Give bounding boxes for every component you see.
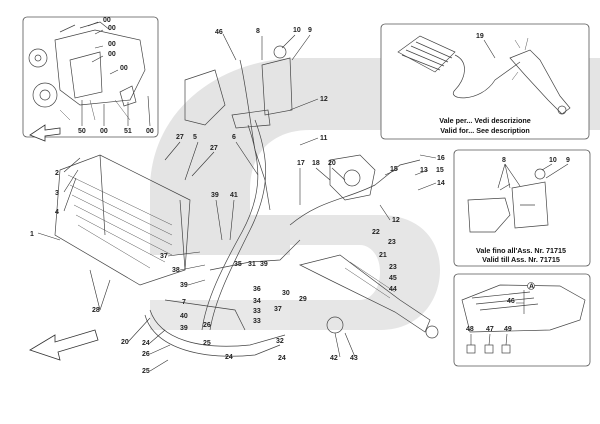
callout: 46 xyxy=(507,298,515,305)
callout: 36 xyxy=(253,286,261,293)
callout: 9 xyxy=(566,157,570,164)
callout: 24 xyxy=(225,354,233,361)
marker-label: A xyxy=(529,284,534,291)
callout: 33 xyxy=(253,308,261,315)
direction-arrow-icon xyxy=(29,329,99,361)
callout: 45 xyxy=(389,275,397,282)
callout: 18 xyxy=(312,160,320,167)
callout: 26 xyxy=(142,351,150,358)
callout: 22 xyxy=(372,229,380,236)
callout: 43 xyxy=(350,355,358,362)
callout: 46 xyxy=(215,29,223,36)
oil-cooler xyxy=(54,154,191,286)
validity-note: Vale per... Vedi descrizione xyxy=(439,116,530,125)
callout: 21 xyxy=(379,252,387,259)
engine-inset: 00 00 00 00 00 50 00 51 00 xyxy=(22,16,159,142)
validity-note: Vale fino all'Ass. Nr. 71715 xyxy=(476,246,566,255)
callout: 12 xyxy=(392,217,400,224)
callout: 7 xyxy=(182,299,186,306)
hoses xyxy=(144,119,421,357)
callout: 17 xyxy=(297,160,305,167)
steering-pump xyxy=(329,154,376,201)
callout: 41 xyxy=(230,192,238,199)
callout: 27 xyxy=(176,134,184,141)
main-callouts: 46 8 10 9 12 11 27 5 6 27 2 3 4 1 28 20 … xyxy=(30,27,445,375)
callout: 48 xyxy=(466,326,474,333)
callout: 34 xyxy=(253,298,261,305)
callout: 25 xyxy=(142,368,150,375)
callout: 6 xyxy=(232,134,236,141)
callout: 26 xyxy=(203,322,211,329)
callout: 25 xyxy=(203,340,211,347)
callout: 00 xyxy=(146,128,154,135)
reservoir-inset: 8 10 9 Vale fino all'Ass. Nr. 71715 Vali… xyxy=(453,149,591,267)
callout: 50 xyxy=(78,128,86,135)
callout: 29 xyxy=(299,296,307,303)
callout: 20 xyxy=(121,339,129,346)
callout: 00 xyxy=(108,25,116,32)
callout: 15 xyxy=(390,166,398,173)
callout: 39 xyxy=(180,325,188,332)
callout: 39 xyxy=(211,192,219,199)
callout: 27 xyxy=(210,145,218,152)
callout: 23 xyxy=(389,264,397,271)
callout: 13 xyxy=(420,167,428,174)
callout: 24 xyxy=(142,340,150,347)
callout: 44 xyxy=(389,286,397,293)
callout: 28 xyxy=(92,307,100,314)
callout: 42 xyxy=(330,355,338,362)
leader-lines xyxy=(37,33,437,372)
callout: 10 xyxy=(293,27,301,34)
underbody-inset: A 46 48 47 49 xyxy=(453,273,591,367)
callout: 40 xyxy=(180,313,188,320)
callout: 23 xyxy=(388,239,396,246)
callout: 37 xyxy=(274,306,282,313)
validity-note: Valid till Ass. Nr. 71715 xyxy=(482,255,560,264)
callout: 30 xyxy=(282,290,290,297)
callout: 00 xyxy=(120,65,128,72)
callout: 33 xyxy=(253,318,261,325)
callout: 39 xyxy=(180,282,188,289)
callout: 12 xyxy=(320,96,328,103)
callout: 51 xyxy=(124,128,132,135)
callout: 8 xyxy=(502,157,506,164)
callout: 14 xyxy=(437,180,445,187)
callout: 9 xyxy=(308,27,312,34)
callout: 16 xyxy=(437,155,445,162)
callout: 19 xyxy=(476,33,484,40)
callout: 47 xyxy=(486,326,494,333)
validity-note: Valid for... See description xyxy=(440,126,529,135)
callout: 5 xyxy=(193,134,197,141)
callout: 00 xyxy=(108,41,116,48)
callout: 00 xyxy=(108,51,116,58)
callout: 37 xyxy=(160,253,168,260)
callout: 49 xyxy=(504,326,512,333)
callout: 1 xyxy=(30,231,34,238)
callout: 39 xyxy=(260,261,268,268)
callout: 11 xyxy=(320,135,328,142)
callout: 3 xyxy=(55,190,59,197)
callout: 00 xyxy=(103,17,111,24)
callout: 32 xyxy=(276,338,284,345)
callout: 24 xyxy=(278,355,286,362)
callout: 8 xyxy=(256,28,260,35)
callout: 10 xyxy=(549,157,557,164)
callout: 38 xyxy=(172,267,180,274)
radiator-inset: 19 Vale per... Vedi descrizione Valid fo… xyxy=(380,23,590,140)
callout: 00 xyxy=(100,128,108,135)
callout: 15 xyxy=(436,167,444,174)
callout: 20 xyxy=(328,160,336,167)
callout: 35 xyxy=(234,261,242,268)
callout: 2 xyxy=(55,170,59,177)
callout: 31 xyxy=(248,261,256,268)
callout: 4 xyxy=(55,209,59,216)
